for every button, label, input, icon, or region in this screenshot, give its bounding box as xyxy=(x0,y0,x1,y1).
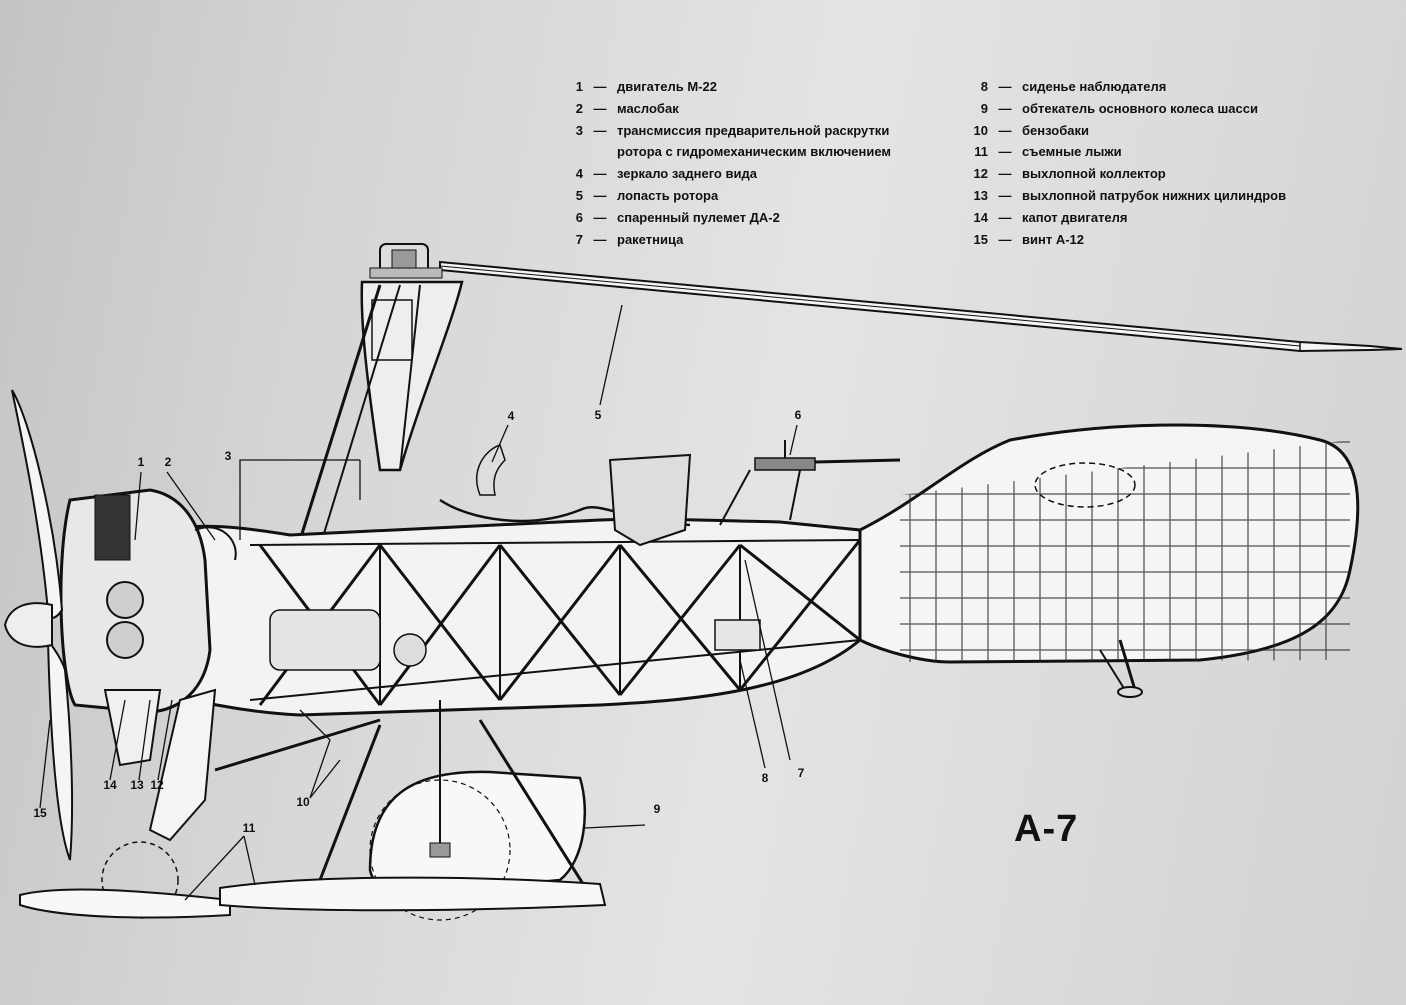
legend-item-dash: — xyxy=(593,79,607,94)
legend-item-number: 15 xyxy=(973,231,988,247)
legend-item-number: 13 xyxy=(973,187,988,203)
callout-15: 15 xyxy=(33,806,47,820)
legend-item: 8 — сиденье наблюдателя xyxy=(962,76,1286,98)
legend-item: 2 — маслобак xyxy=(555,98,891,120)
legend-item: 13 — выхлопной патрубок нижних цилиндров xyxy=(962,185,1287,207)
callout-14: 14 xyxy=(103,778,117,792)
callout-5: 5 xyxy=(594,408,602,422)
legend-item-number: 8 xyxy=(980,79,988,94)
legend-item-dash: — xyxy=(998,231,1012,247)
machine-gun xyxy=(719,440,901,526)
legend-item-number: 1 xyxy=(575,79,583,94)
legend-left: 1 — двигатель М-22 2 — маслобак 3 — трансмиссия … xyxy=(555,76,891,250)
leader-lines xyxy=(39,304,798,901)
legend-item-dash: — xyxy=(593,166,607,182)
legend-item-dash: — xyxy=(998,144,1012,160)
legend-item-text: сиденье наблюдателя xyxy=(1022,79,1167,94)
callout-3: 3 xyxy=(224,449,232,463)
callout-1: 1 xyxy=(137,455,145,469)
aircraft-title: А-7 xyxy=(1014,808,1079,850)
legend-item-number: 6 xyxy=(575,209,583,225)
legend-item: 12 — выхлопной коллектор xyxy=(962,163,1286,185)
legend-item: 7 — ракетница xyxy=(555,229,891,251)
rotor-pylon xyxy=(298,280,464,541)
legend-item: 15 — винт А-12 xyxy=(962,229,1286,251)
legend-item: 4 — зеркало заднего вида xyxy=(555,163,891,185)
callout-9: 9 xyxy=(653,802,661,816)
rotor-blade xyxy=(439,260,1403,353)
legend-item-number: 9 xyxy=(980,100,988,116)
callout-6: 6 xyxy=(794,408,802,422)
legend-item-text: капот двигателя xyxy=(1022,209,1128,225)
legend-item: 10 — бензобаки xyxy=(962,120,1286,142)
legend-item-text: выхлопной патрубок нижних цилиндров xyxy=(1022,187,1287,203)
legend-item-text: съемные лыжи xyxy=(1022,144,1122,160)
legend-item-number: 7 xyxy=(575,231,583,247)
legend-item-text: ротора с гидромеханическим включением xyxy=(617,144,892,160)
legend-item-text: ракетница xyxy=(617,231,684,247)
legend-item-text: спаренный пулемет ДА-2 xyxy=(617,209,780,225)
callout-8: 8 xyxy=(761,771,769,785)
legend-item-number: 5 xyxy=(575,187,583,203)
callout-11: 11 xyxy=(242,821,256,835)
legend-item-dash: — xyxy=(998,100,1012,116)
legend-item-dash: — xyxy=(998,122,1012,138)
legend-item: 6 — спаренный пулемет ДА-2 xyxy=(555,207,891,229)
main-fuselage xyxy=(128,453,862,717)
legend-item-number: 14 xyxy=(973,209,988,225)
legend-item-number: 4 xyxy=(575,166,583,182)
legend-item-text: бензобаки xyxy=(1022,122,1089,138)
legend-item-number: 10 xyxy=(973,122,988,138)
tail-fuselage xyxy=(858,423,1360,698)
rear-view-mirror xyxy=(476,444,506,496)
legend-item-dash: — xyxy=(593,122,607,138)
legend-right: 8 — сиденье наблюдателя 9 — обтекатель основн… xyxy=(962,76,1287,251)
callout-4: 4 xyxy=(507,409,515,423)
legend-item-text: зеркало заднего вида xyxy=(617,166,757,182)
legend-item-dash: — xyxy=(998,209,1012,225)
legend-item-dash: — xyxy=(593,100,607,116)
legend-item: 5 — лопасть ротора xyxy=(555,185,891,207)
callout-13: 13 xyxy=(130,778,144,792)
legend-item-number: 2 xyxy=(575,100,583,116)
callout-10: 10 xyxy=(296,795,310,809)
legend-item-dash: — xyxy=(593,187,607,203)
legend-item: 14 — капот двигателя xyxy=(962,207,1286,229)
callout-7: 7 xyxy=(797,766,805,780)
legend-item-text: трансмиссия предварительной раскрутки xyxy=(617,122,890,138)
legend-item-number: 12 xyxy=(973,166,988,182)
callout-12: 12 xyxy=(150,778,164,792)
legend-item-number: 11 xyxy=(974,144,988,160)
legend-item-text: обтекатель основного колеса шасси xyxy=(1022,100,1258,116)
legend-item-dash: — xyxy=(998,166,1012,182)
legend-item-dash: — xyxy=(593,209,607,225)
legend-item-number: 3 xyxy=(575,122,583,138)
legend-item-text: винт А-12 xyxy=(1022,231,1084,247)
rotor-hub xyxy=(369,243,443,279)
legend-item-text: двигатель М-22 xyxy=(617,79,717,94)
callout-2: 2 xyxy=(164,455,172,469)
legend-item-dash: — xyxy=(998,187,1012,203)
legend-item: 1 — двигатель М-22 xyxy=(555,76,891,98)
legend-item-dash: — xyxy=(593,231,607,247)
legend-item-text: лопасть ротора xyxy=(617,187,719,203)
legend-item-dash: — xyxy=(998,79,1012,94)
legend-item-text: маслобак xyxy=(617,100,679,116)
main-wheel-fairing xyxy=(219,700,607,921)
legend-item-text: выхлопной коллектор xyxy=(1022,166,1166,182)
legend-item: ротора с гидромеханическим включением xyxy=(555,141,891,163)
propeller-a12 xyxy=(3,389,74,861)
legend-item: 9 — обтекатель основного колеса шасси xyxy=(962,98,1286,120)
legend-item: 11 — съемные лыжи xyxy=(962,141,1286,163)
front-gear-and-ski xyxy=(19,688,381,919)
legend-item: 3 — трансмиссия предварительной раскрутки xyxy=(555,120,891,142)
